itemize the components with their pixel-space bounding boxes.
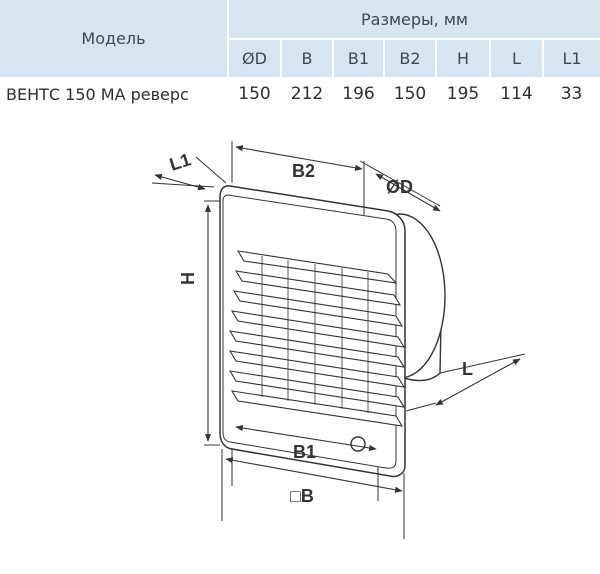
model-cell: ВЕНТС 150 МА реверс <box>6 84 189 104</box>
fan-dimension-drawing: L1 B2 ØD H L B1 □B <box>151 141 526 539</box>
value-l: 114 <box>500 84 533 104</box>
label-l: L <box>462 359 473 379</box>
col-header-b: B <box>281 39 334 77</box>
dimensions-table: Модель Размеры, мм ØD B B1 B2 H L L1 ВЕН… <box>0 0 600 111</box>
label-l1: L1 <box>167 149 193 175</box>
model-header: Модель <box>0 0 229 77</box>
dimensions-group-header: Размеры, мм <box>228 0 600 40</box>
col-header-d: ØD <box>228 39 282 77</box>
col-header-b1: B1 <box>333 39 385 77</box>
value-b2: 150 <box>393 84 427 104</box>
value-b1: 196 <box>342 84 375 104</box>
col-header-l1: L1 <box>543 39 600 77</box>
value-d: 150 <box>238 84 271 104</box>
label-b2: B2 <box>292 161 315 181</box>
label-b: □B <box>290 486 314 506</box>
col-header-l: L <box>490 39 544 77</box>
col-header-h: H <box>436 39 491 77</box>
louver-grille <box>228 250 406 427</box>
value-l1: 33 <box>560 84 583 104</box>
label-d: ØD <box>386 177 413 197</box>
label-b1: B1 <box>293 442 316 462</box>
label-h: H <box>178 272 198 285</box>
dimension-lines <box>154 145 521 493</box>
control-knob <box>350 436 366 452</box>
value-b: 212 <box>290 84 324 104</box>
col-header-b2: B2 <box>384 39 437 77</box>
table-row: ВЕНТС 150 МА реверс 150 212 196 150 195 … <box>0 77 600 111</box>
value-h: 195 <box>446 84 480 104</box>
